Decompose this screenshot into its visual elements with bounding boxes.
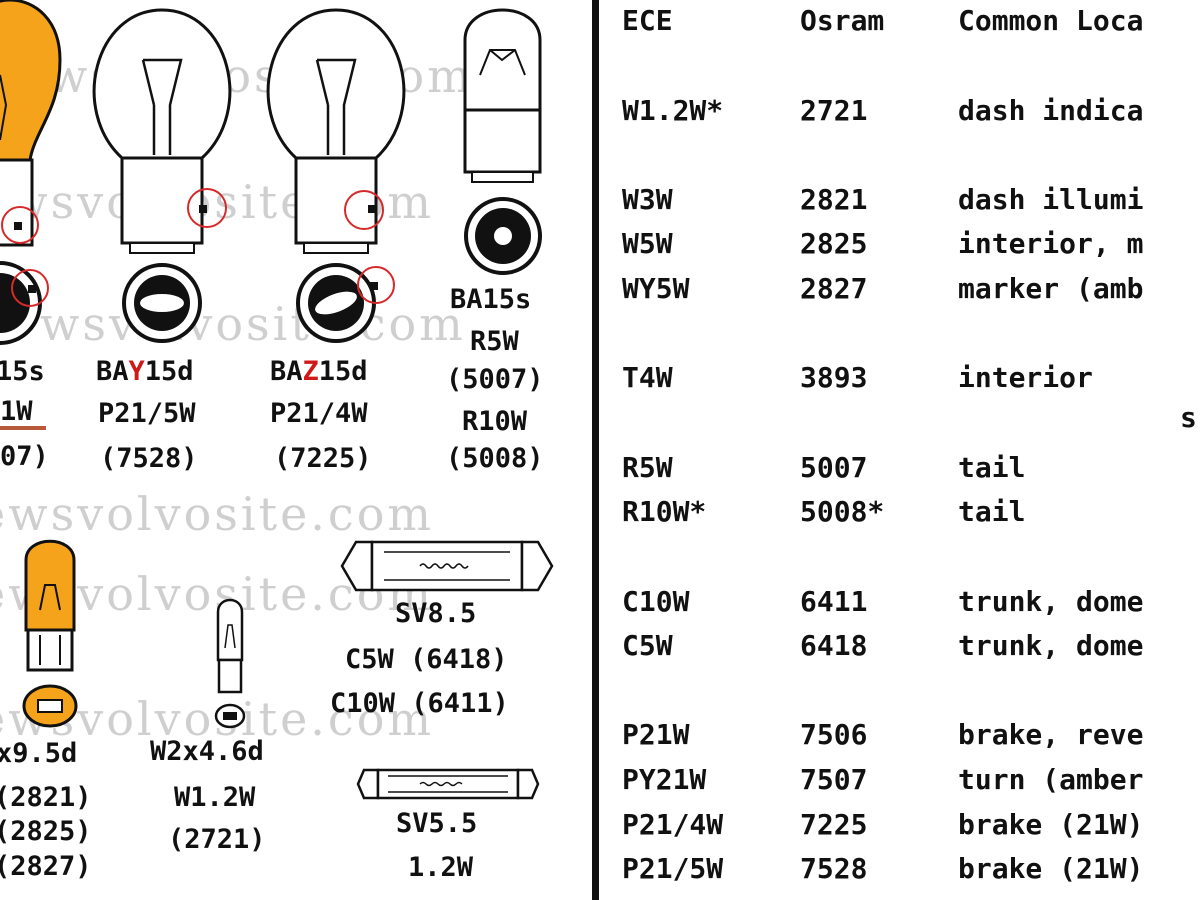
bulb6-base-label: W2x4.6d [150,736,264,767]
watermark-text: ewsvolvosite.com [0,487,434,541]
cell-osram: 5007 [800,451,868,484]
cell-location: interior [958,361,1093,394]
bulb2-number-label: (7528) [100,443,198,474]
base-prefix: BA [96,356,129,387]
cell-location: brake, reve [958,718,1144,751]
cell-location: turn (amber [958,763,1144,796]
bulb1-number-label: 07) [0,441,49,472]
cell-location: trunk, dome [958,585,1144,618]
column-divider [592,0,599,900]
bulb4-type2-label: R10W [462,406,528,437]
cell-osram: 7528 [800,852,868,885]
bulb1-base-label: 15s [0,356,45,387]
cell-ece: R5W [622,451,673,484]
cell-location: trunk, dome [958,629,1144,662]
base-suffix: 15d [145,356,194,387]
festoon2-line1-label: 1.2W [408,852,474,883]
bulb5-number3-label: (2827) [0,851,92,882]
watermark-text: wsvolvosite.com [40,297,466,351]
bulb-amber-ba15s [0,0,62,345]
cell-ece: W3W [622,183,673,216]
cell-osram: 2825 [800,227,868,260]
bulb-bay15d [92,8,232,343]
bulb4-number1-label: (5007) [446,364,544,395]
bulb6-type-label: W1.2W [174,782,256,813]
bulb4-type1-label: R5W [470,326,520,357]
underline-mark [0,426,46,430]
festoon-sv85 [340,540,554,592]
base-highlight: Y [129,356,146,387]
bulb-ba15s-small [463,8,542,275]
header-ece: ECE [622,4,673,37]
cell-osram: 3893 [800,361,868,394]
cell-osram: 2827 [800,272,868,305]
cell-location: dash illumi [958,183,1144,216]
bulb4-number2-label: (5008) [446,443,544,474]
bulb6-number-label: (2721) [168,824,266,855]
base-suffix: 15d [319,356,368,387]
base-highlight: Z [303,356,319,387]
bulb2-base-label: BAY15d [96,356,194,387]
cell-location: tail [958,451,1026,484]
bulb-amber-wedge [22,539,78,728]
cell-ece: W1.2W* [622,94,724,127]
cell-osram: 6411 [800,585,868,618]
bulb2-type-label: P21/5W [98,398,196,429]
bulb-reference-table: ECE Osram Common Loca W1.2W* 2721 dash i… [604,0,1200,900]
bulb5-number1-label: (2821) [0,782,92,813]
cell-ece: C10W [622,585,690,618]
header-osram: Osram [800,4,885,37]
bulb-tiny-wedge [214,598,246,729]
cell-ece: P21/4W [622,808,724,841]
cell-ece: W5W [622,227,673,260]
cell-ece: P21W [622,718,690,751]
cell-ece: P21/5W [622,852,724,885]
cell-ece: T4W [622,361,673,394]
cell-location: brake (21W) [958,852,1144,885]
festoon2-base-label: SV5.5 [396,808,477,839]
bulb3-base-label: BAZ15d [270,356,368,387]
bulb5-base-label: x9.5d [0,738,77,769]
cell-osram: 2721 [800,94,868,127]
cell-location: interior, m [958,227,1144,260]
bulb1-type-label: 1W [0,396,33,427]
cell-osram: 7225 [800,808,868,841]
cell-location: marker (amb [958,272,1144,305]
bulb3-number-label: (7225) [274,443,372,474]
cell-osram: 5008* [800,495,885,528]
bulb5-number2-label: (2825) [0,816,92,847]
cell-ece: C5W [622,629,673,662]
cell-osram: 7506 [800,718,868,751]
header-location: Common Loca [958,4,1144,37]
cell-location: tail [958,495,1026,528]
cell-osram: 2821 [800,183,868,216]
cell-osram: 7507 [800,763,868,796]
base-prefix: BA [270,356,303,387]
festoon1-line2-label: C10W (6411) [330,688,509,719]
festoon1-base-label: SV8.5 [395,598,476,629]
bulb3-type-label: P21/4W [270,398,368,429]
festoon1-line1-label: C5W (6418) [345,644,508,675]
cell-location: dash indica [958,94,1144,127]
cell-osram: 6418 [800,629,868,662]
bulb4-base-label: BA15s [450,284,531,315]
cell-ece: R10W* [622,495,707,528]
cell-location: brake (21W) [958,808,1144,841]
cell-ece: PY21W [622,763,707,796]
cell-location: s [1180,401,1197,434]
festoon-sv55 [356,768,540,800]
bulb-baz15d [266,8,406,343]
cell-ece: WY5W [622,272,690,305]
